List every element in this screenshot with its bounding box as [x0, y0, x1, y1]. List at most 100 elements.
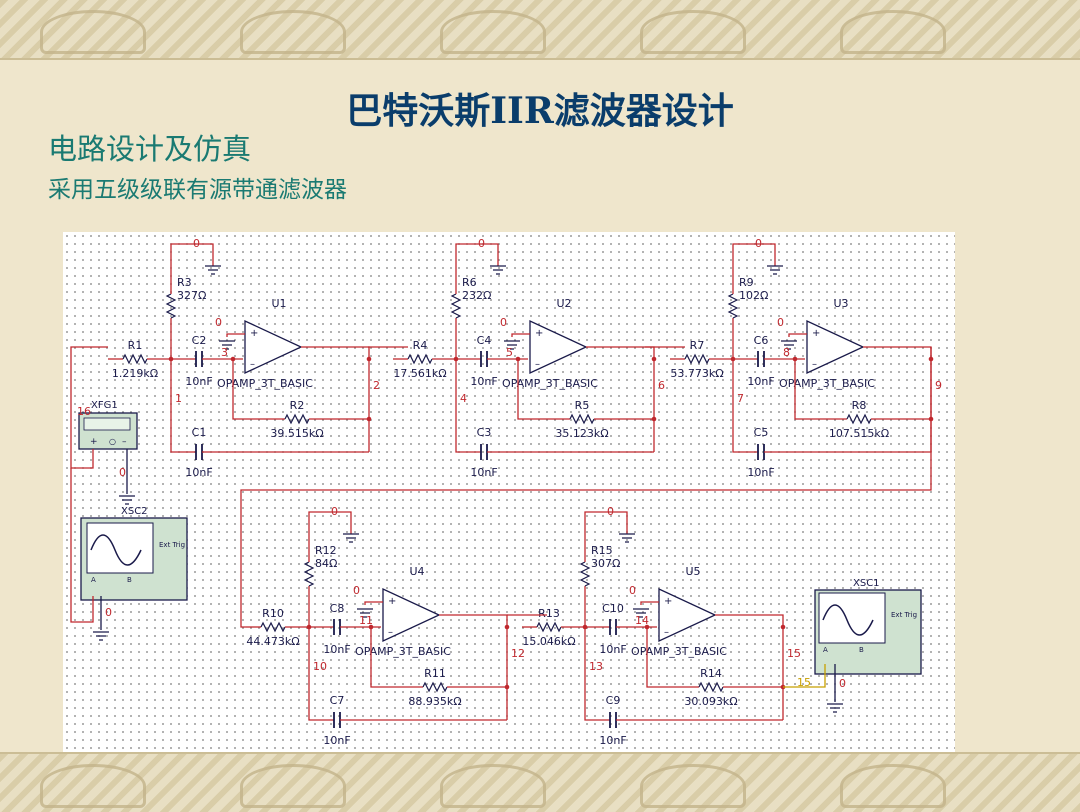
capacitor-c2 — [195, 351, 203, 367]
instrument-label: XSC1 — [853, 578, 880, 589]
resistor-value: 17.561kΩ — [393, 367, 446, 380]
wire — [584, 627, 610, 721]
wire-output-to-scope — [783, 664, 826, 688]
net-label: 15 — [787, 647, 801, 660]
capacitor-label: C5 — [754, 426, 769, 439]
resistor-value: 30.093kΩ — [684, 695, 737, 708]
resistor-value: 107.515kΩ — [829, 427, 889, 440]
wire — [370, 627, 423, 688]
scope-channel-b: B — [127, 576, 132, 584]
ground-icon — [490, 265, 506, 275]
capacitor-c5 — [757, 444, 765, 460]
net-label-ground: 0 — [478, 237, 485, 250]
instrument-label: XSC2 — [121, 506, 148, 517]
scope-channel-a: A — [91, 576, 96, 584]
capacitor-c4 — [480, 351, 488, 367]
resistor-value: 15.046kΩ — [522, 635, 575, 648]
resistor-value: 84Ω — [315, 557, 337, 570]
ground-icon — [827, 703, 843, 713]
resistor-r15 — [579, 561, 591, 587]
wire — [364, 601, 383, 605]
wire — [732, 243, 776, 294]
junction-dot — [780, 624, 786, 630]
ground-icon — [93, 631, 109, 641]
resistor-label: R12 — [315, 544, 337, 557]
net-label-ground: 0 — [755, 237, 762, 250]
opamp-model: OPAMP_3T_BASIC — [779, 377, 875, 390]
opamp-model: OPAMP_3T_BASIC — [355, 645, 451, 658]
resistor-label: R2 — [290, 399, 305, 412]
resistor-r4 — [407, 353, 433, 365]
net-label-ground: 0 — [607, 505, 614, 518]
resistor-label: R9 — [739, 276, 754, 289]
wire — [517, 359, 570, 420]
wire — [455, 359, 481, 453]
opamp-model: OPAMP_3T_BASIC — [502, 377, 598, 390]
net-label-ground: 0 — [777, 316, 784, 329]
scope-trace — [822, 604, 874, 636]
net-label: 7 — [737, 392, 744, 405]
opamp-label: U5 — [685, 565, 700, 578]
instrument-label: XFG1 — [91, 400, 118, 411]
wire — [232, 359, 285, 420]
resistor-r8 — [846, 413, 872, 425]
capacitor-label: C9 — [606, 694, 621, 707]
net-label: 8 — [783, 346, 790, 359]
ext-trig-label: Ext Trig — [159, 541, 185, 549]
capacitor-value: 10nF — [747, 375, 774, 388]
wire — [788, 333, 807, 337]
net-label: 10 — [313, 660, 327, 673]
junction-dot — [504, 684, 510, 690]
junction-dot — [651, 356, 657, 362]
capacitor-value: 10nF — [323, 643, 350, 656]
ext-trig-label: Ext Trig — [891, 611, 917, 619]
wire — [170, 243, 214, 294]
opamp-u1 — [244, 319, 303, 375]
net-label: 6 — [658, 379, 665, 392]
opamp-minus-sign: – — [664, 627, 669, 638]
net-label: 3 — [221, 346, 228, 359]
opamp-u5 — [658, 587, 717, 643]
opamp-u4 — [382, 587, 441, 643]
wire — [308, 627, 334, 721]
capacitor-c8 — [333, 619, 341, 635]
capacitor-c3 — [480, 444, 488, 460]
opamp-plus-sign: + — [535, 328, 543, 339]
resistor-label: R6 — [462, 276, 477, 289]
opamp-model: OPAMP_3T_BASIC — [217, 377, 313, 390]
capacitor-label: C3 — [477, 426, 492, 439]
net-label: 12 — [511, 647, 525, 660]
resistor-r2 — [284, 413, 310, 425]
net-label-ground: 0 — [331, 505, 338, 518]
resistor-label: R10 — [262, 607, 284, 620]
opamp-minus-sign: – — [535, 359, 540, 370]
net-label-ground: 0 — [629, 584, 636, 597]
opamp-label: U2 — [556, 297, 571, 310]
net-label: 13 — [589, 660, 603, 673]
capacitor-value: 10nF — [470, 375, 497, 388]
capacitor-value: 10nF — [323, 734, 350, 747]
net-label-ground: 0 — [215, 316, 222, 329]
ground-icon — [619, 533, 635, 543]
capacitor-label: C6 — [754, 334, 769, 347]
fg-terminal-minus: – — [122, 437, 127, 447]
opamp-u2 — [529, 319, 588, 375]
ground-icon — [781, 340, 797, 350]
capacitor-c10 — [609, 619, 617, 635]
net-label-ground: 0 — [839, 677, 846, 690]
resistor-r10 — [260, 621, 286, 633]
capacitor-label: C10 — [602, 602, 624, 615]
resistor-label: R4 — [413, 339, 428, 352]
resistor-r6 — [450, 293, 462, 319]
net-label: 5 — [506, 346, 513, 359]
opamp-u3 — [806, 319, 865, 375]
resistor-r12 — [303, 561, 315, 587]
resistor-value: 102Ω — [739, 289, 768, 302]
scope-trace — [90, 534, 142, 566]
resistor-r1 — [122, 353, 148, 365]
resistor-r14 — [698, 681, 724, 693]
wire — [308, 511, 352, 562]
resistor-value: 1.219kΩ — [112, 367, 158, 380]
resistor-r5 — [569, 413, 595, 425]
